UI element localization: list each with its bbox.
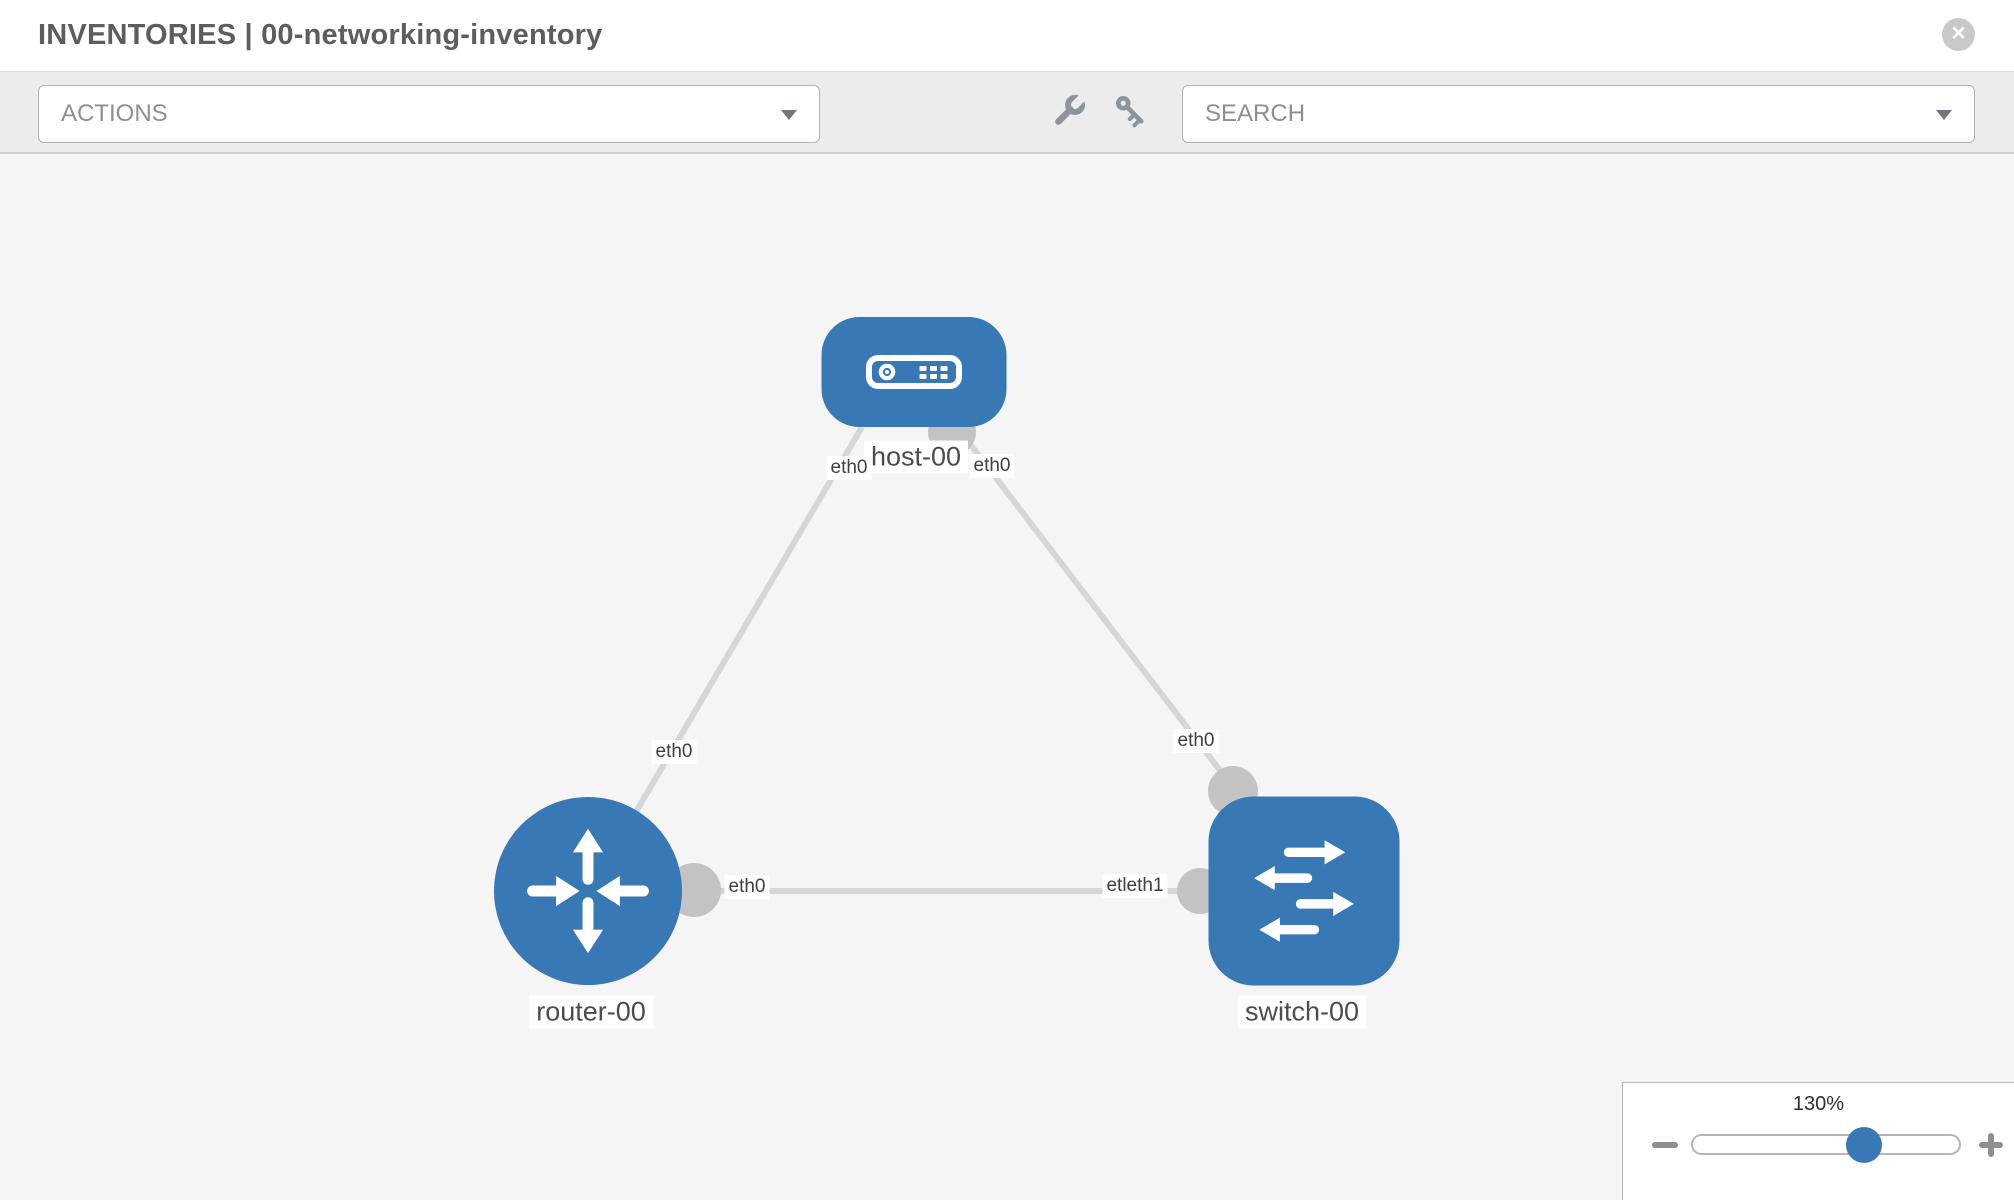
host-node-shape[interactable] bbox=[821, 317, 1007, 427]
wrench-icon[interactable] bbox=[1048, 92, 1088, 132]
node-router-00[interactable] bbox=[494, 797, 682, 985]
zoom-panel: 130% bbox=[1622, 1082, 2014, 1200]
topology-svg[interactable] bbox=[0, 154, 2014, 1200]
node-label-switch-00: switch-00 bbox=[1237, 995, 1367, 1029]
interface-label: eth0 bbox=[651, 740, 697, 764]
interface-label: eth0 bbox=[724, 875, 770, 899]
page-title: INVENTORIES | 00-networking-inventory bbox=[38, 19, 603, 51]
node-label-router-00: router-00 bbox=[529, 995, 653, 1029]
chevron-down-icon bbox=[1936, 110, 1952, 120]
switch-node-shape[interactable] bbox=[1208, 796, 1400, 986]
zoom-in-icon[interactable] bbox=[1979, 1133, 2003, 1157]
search-dropdown-label: SEARCH bbox=[1205, 100, 1306, 127]
key-icon[interactable] bbox=[1112, 92, 1152, 132]
toolbar: ACTIONS SEARCH bbox=[0, 72, 2014, 154]
actions-dropdown-label: ACTIONS bbox=[61, 100, 168, 127]
zoom-out-icon[interactable] bbox=[1652, 1142, 1678, 1148]
zoom-slider-thumb[interactable] bbox=[1845, 1127, 1882, 1163]
router-node-shape[interactable] bbox=[494, 797, 682, 985]
zoom-level: 130% bbox=[1792, 1093, 1845, 1115]
close-button[interactable]: × bbox=[1942, 18, 1975, 51]
interface-label: etleth1 bbox=[1102, 874, 1168, 898]
interface-label: eth0 bbox=[826, 456, 872, 480]
interface-label: eth0 bbox=[969, 454, 1015, 478]
node-label-host-00: host-00 bbox=[863, 440, 969, 474]
zoom-slider-track[interactable] bbox=[1691, 1134, 1961, 1155]
actions-dropdown[interactable]: ACTIONS bbox=[38, 85, 820, 143]
search-dropdown[interactable]: SEARCH bbox=[1182, 85, 1975, 143]
label-layer: host-00 router-00 switch-00 eth0 eth0 eth0 eth… bbox=[0, 154, 2014, 1200]
interface-label: eth0 bbox=[1173, 729, 1219, 753]
node-host-00[interactable] bbox=[821, 317, 1007, 427]
node-switch-00[interactable] bbox=[1208, 796, 1400, 986]
chevron-down-icon bbox=[781, 110, 797, 120]
topology-canvas[interactable]: host-00 router-00 switch-00 eth0 eth0 eth0 eth… bbox=[0, 154, 2014, 1200]
breadcrumb-header: INVENTORIES | 00-networking-inventory × bbox=[0, 0, 2014, 72]
